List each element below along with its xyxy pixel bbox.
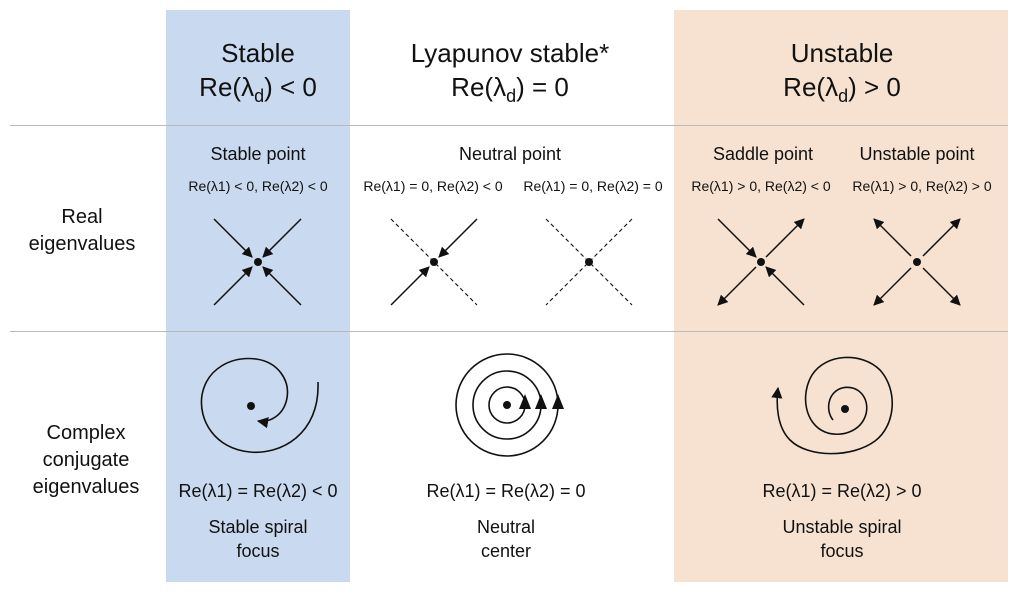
stable-spiral-label-1: Stable spiral <box>208 517 308 537</box>
real-row-label-2: eigenvalues <box>28 233 136 255</box>
real-row-label-1: Real <box>61 206 103 228</box>
header-divider <box>10 125 1008 126</box>
complex-row-label-1: Complex <box>46 422 126 444</box>
neutral-center-label-1: Neutral <box>476 517 536 537</box>
neutral-point-a-diagram <box>390 218 478 306</box>
unstable-condition: Re(λd) > 0 <box>783 72 901 107</box>
unstable-spiral-label-1: Unstable spiral <box>782 517 902 537</box>
saddle-point-label: Saddle point <box>712 144 814 164</box>
equilibrium-dot <box>913 258 921 266</box>
stable-column-band <box>166 10 350 582</box>
neutral-point-b-condition: Re(λ1) = 0, Re(λ2) = 0 <box>523 178 663 194</box>
orbit-arrow <box>519 394 531 409</box>
stable-title: Stable <box>221 38 295 68</box>
complex-row-label-2: conjugate <box>42 449 130 471</box>
unstable-spiral-condition: Re(λ1) = Re(λ2) > 0 <box>762 481 922 501</box>
stable-spiral-diagram <box>200 357 319 454</box>
lyapunov-title: Lyapunov stable* <box>410 38 610 68</box>
neutral-point-a-condition: Re(λ1) = 0, Re(λ2) < 0 <box>363 178 503 194</box>
unstable-spiral-label-2: focus <box>820 541 864 561</box>
equilibrium-dot <box>247 402 255 410</box>
equilibrium-dot <box>430 258 438 266</box>
saddle-point-diagram <box>717 218 805 306</box>
stable-point-condition: Re(λ1) < 0, Re(λ2) < 0 <box>188 178 328 194</box>
complex-row-label-3: eigenvalues <box>32 476 140 498</box>
equilibrium-dot <box>757 258 765 266</box>
equilibrium-dot <box>254 258 262 266</box>
neutral-center-condition: Re(λ1) = Re(λ2) = 0 <box>426 481 586 501</box>
stable-condition: Re(λd) < 0 <box>199 72 317 107</box>
neutral-center-label-2: center <box>480 541 532 561</box>
orbit-arrow <box>552 394 564 409</box>
row-divider <box>10 331 1008 332</box>
neutral-point-b-diagram <box>545 218 633 306</box>
unstable-point-diagram <box>873 218 961 306</box>
stable-point-label: Stable point <box>210 144 306 164</box>
neutral-point-label: Neutral point <box>458 144 562 164</box>
unstable-spiral-diagram <box>771 356 893 455</box>
stable-spiral-label-2: focus <box>236 541 280 561</box>
lyapunov-condition: Re(λd) = 0 <box>451 72 569 107</box>
equilibrium-dot <box>503 401 511 409</box>
unstable-title: Unstable <box>790 38 894 68</box>
equilibrium-dot <box>585 258 593 266</box>
stable-point-diagram <box>213 218 302 306</box>
neutral-center-diagram <box>455 353 564 457</box>
saddle-point-condition: Re(λ1) > 0, Re(λ2) < 0 <box>691 178 831 194</box>
unstable-point-condition: Re(λ1) > 0, Re(λ2) > 0 <box>852 178 992 194</box>
orbit-arrow <box>535 394 547 409</box>
stable-spiral-condition: Re(λ1) = Re(λ2) < 0 <box>178 481 338 501</box>
equilibrium-dot <box>841 405 849 413</box>
unstable-point-label: Unstable point <box>859 144 975 164</box>
